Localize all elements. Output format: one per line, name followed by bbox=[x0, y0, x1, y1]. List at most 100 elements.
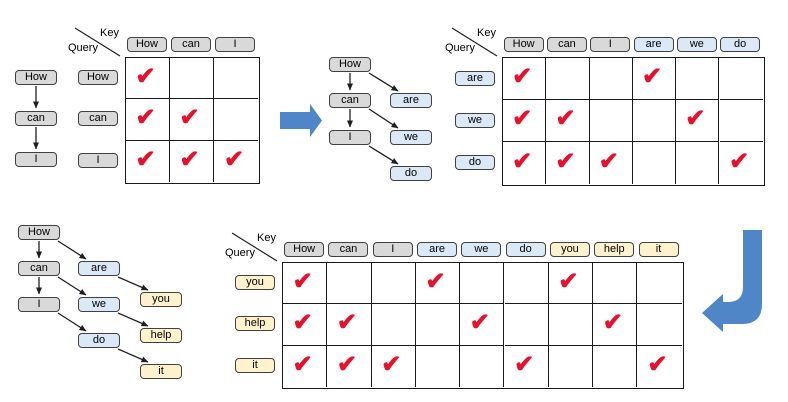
attention-matrix-3-query-axis-label: Query bbox=[225, 247, 255, 259]
attention-matrix-2-cell-r3c3: ✔ bbox=[590, 142, 633, 184]
attention-matrix-3-cell-r1c4: ✔ bbox=[415, 263, 461, 305]
attention-matrix-2-key-I: I bbox=[590, 37, 631, 52]
attention-matrix-3-cell-r1c9 bbox=[637, 263, 682, 305]
attention-matrix-2-cell-r3c5 bbox=[676, 142, 720, 184]
chain-draft-2-token-do: do bbox=[78, 333, 120, 348]
attention-matrix-2-grid: ✔✔✔✔✔✔✔✔✔ bbox=[502, 57, 765, 186]
attention-matrix-3-cell-r2c7 bbox=[548, 304, 594, 346]
check-icon: ✔ bbox=[292, 308, 313, 336]
attention-matrix-1-cell-r1c2 bbox=[170, 58, 214, 100]
attention-matrix-2-cell-r1c6 bbox=[719, 58, 763, 100]
attention-matrix-2-key-are: are bbox=[633, 37, 674, 52]
chain-draft-2-token-help: help bbox=[140, 328, 182, 343]
attention-matrix-3-query-help: help bbox=[235, 316, 275, 332]
check-icon: ✔ bbox=[512, 63, 533, 90]
attention-matrix-3-cell-r2c3 bbox=[371, 304, 416, 346]
check-icon: ✔ bbox=[336, 308, 357, 336]
attention-matrix-3-cell-r2c2: ✔ bbox=[327, 304, 372, 346]
attention-matrix-2-cell-r2c6 bbox=[719, 100, 763, 142]
check-icon: ✔ bbox=[555, 147, 576, 175]
flow-arrow-icon bbox=[368, 72, 399, 92]
attention-matrix-1-cell-r2c3 bbox=[214, 99, 258, 141]
attention-matrix-2-query-axis-label: Query bbox=[445, 42, 475, 54]
attention-matrix-3-cell-r3c2: ✔ bbox=[327, 345, 372, 387]
attention-matrix-3-cell-r1c6 bbox=[504, 263, 549, 305]
check-icon: ✔ bbox=[179, 103, 200, 131]
attention-matrix-1-cell-r1c3 bbox=[214, 58, 258, 100]
attention-matrix-3-key-you: you bbox=[549, 242, 590, 257]
check-icon: ✔ bbox=[598, 147, 619, 175]
attention-matrix-2-cell-r3c6: ✔ bbox=[720, 142, 763, 184]
chain-draft-2-token-it: it bbox=[140, 364, 182, 379]
attention-matrix-3-grid: ✔ ✔ ✔ ✔ ✔ ✔ ✔ ✔ ✔ ✔ ✔ ✔ bbox=[282, 262, 684, 389]
attention-matrix-3-cell-r2c9 bbox=[637, 304, 682, 346]
check-icon: ✔ bbox=[135, 103, 156, 131]
chain-draft-2-token-are: are bbox=[78, 261, 120, 276]
check-icon: ✔ bbox=[514, 350, 535, 378]
check-icon: ✔ bbox=[729, 147, 750, 175]
check-icon: ✔ bbox=[292, 350, 313, 378]
chain-draft-1-token-we: we bbox=[390, 130, 432, 145]
check-icon: ✔ bbox=[425, 267, 446, 295]
attention-matrix-3-key-are: are bbox=[417, 242, 458, 257]
chain-prompt-token-can: can bbox=[15, 111, 57, 126]
attention-matrix-2-cell-r1c5 bbox=[676, 58, 720, 100]
check-icon: ✔ bbox=[336, 350, 357, 378]
attention-matrix-1-axis-divider bbox=[74, 27, 121, 57]
attention-matrix-3-cell-r1c7: ✔ bbox=[548, 263, 594, 305]
attention-matrix-1-key-axis-label: Key bbox=[100, 27, 119, 39]
chain-draft-1-token-can: can bbox=[329, 93, 371, 108]
check-icon: ✔ bbox=[647, 350, 668, 378]
attention-matrix-3-cell-r2c8: ✔ bbox=[593, 304, 638, 346]
attention-matrix-3-cell-r3c3: ✔ bbox=[372, 345, 416, 387]
chain-draft-2-token-How: How bbox=[18, 225, 60, 240]
check-icon: ✔ bbox=[602, 308, 623, 336]
chain-draft-1-token-I: I bbox=[329, 130, 371, 145]
attention-matrix-1-key-How: How bbox=[127, 37, 167, 52]
check-icon: ✔ bbox=[469, 308, 490, 336]
attention-matrix-3-key-can: can bbox=[328, 242, 369, 257]
attention-matrix-3-cell-r3c5 bbox=[460, 345, 505, 387]
attention-matrix-2-cell-r2c1: ✔ bbox=[503, 100, 547, 142]
attention-matrix-2-axis-divider bbox=[451, 27, 498, 57]
attention-matrix-1-query-can: can bbox=[78, 111, 118, 127]
attention-matrix-3-cell-r3c9: ✔ bbox=[637, 346, 681, 387]
attention-matrix-2-cell-r2c2: ✔ bbox=[546, 100, 590, 142]
check-icon: ✔ bbox=[512, 147, 533, 175]
check-icon: ✔ bbox=[292, 267, 313, 295]
flow-arrow-icon bbox=[57, 240, 87, 260]
attention-matrix-3-cell-r3c6: ✔ bbox=[505, 345, 549, 387]
check-icon: ✔ bbox=[641, 63, 663, 90]
chain-prompt-token-I: I bbox=[15, 152, 57, 167]
flow-arrow-icon bbox=[117, 312, 149, 327]
attention-matrix-2-cell-r3c2: ✔ bbox=[546, 142, 590, 184]
attention-matrix-3-cell-r1c5 bbox=[460, 263, 505, 305]
attention-matrix-3-axis-divider bbox=[231, 232, 278, 262]
flow-arrow-icon bbox=[57, 312, 87, 332]
attention-matrix-1-cell-r3c3: ✔ bbox=[214, 141, 258, 182]
check-icon: ✔ bbox=[135, 145, 156, 173]
chain-draft-1-token-do: do bbox=[390, 166, 432, 181]
attention-matrix-1-cell-r2c1: ✔ bbox=[126, 99, 170, 141]
attention-matrix-1-cell-r3c2: ✔ bbox=[170, 140, 214, 182]
chain-draft-1-token-How: How bbox=[329, 57, 371, 72]
attention-matrix-3-cell-r2c1: ✔ bbox=[283, 304, 328, 346]
attention-matrix-2-key-we: we bbox=[676, 37, 717, 52]
attention-matrix-3-cell-r1c8 bbox=[593, 263, 638, 305]
check-icon: ✔ bbox=[179, 145, 200, 173]
flow-arrow-icon bbox=[117, 276, 149, 291]
check-icon: ✔ bbox=[558, 267, 579, 295]
flow-arrow-icon bbox=[117, 348, 149, 363]
attention-matrix-1-query-I: I bbox=[78, 152, 118, 168]
attention-matrix-3-cell-r2c5: ✔ bbox=[460, 304, 505, 346]
attention-matrix-1-grid: ✔✔✔✔✔✔ bbox=[125, 57, 260, 184]
block-arrow-down-left-icon bbox=[702, 230, 762, 332]
attention-matrix-2-cell-r3c4 bbox=[633, 142, 677, 184]
attention-matrix-1-query-How: How bbox=[78, 70, 118, 86]
check-icon: ✔ bbox=[512, 105, 533, 132]
attention-matrix-2-cell-r3c1: ✔ bbox=[503, 142, 547, 184]
attention-matrix-3-key-we: we bbox=[461, 242, 502, 257]
attention-matrix-3-key-do: do bbox=[505, 242, 546, 257]
